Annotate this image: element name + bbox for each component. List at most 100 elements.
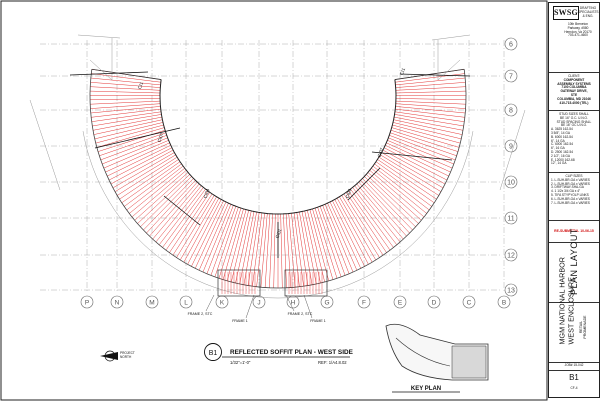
grid-row-label: 10 [507,180,515,187]
soffit-frame-line [360,180,410,234]
client-heading: CLIENT: [568,74,580,78]
frame-note: FRAME 1 [232,319,248,323]
soffit-frame-line [99,132,166,157]
soffit-frame-line [385,144,449,177]
soffit-frame-line [114,154,176,192]
section-cut-line [69,71,149,76]
section-cut-line [371,151,453,161]
grid-col-bubble [393,295,407,309]
soffit-frame-line [354,185,401,243]
soffit-frame-line [341,195,380,258]
section-cut-label: CI04 [345,188,353,199]
project-title-section: MGM NATIONAL HARBOR WEST ENCLOSURE RETAI… [549,257,599,363]
grid-row-bubble [504,69,518,83]
grid-row-label: 6 [509,42,513,49]
soffit-frame-line [90,90,161,94]
soffit-frame-line [119,159,179,200]
clip-item: 1. L-SUH-BR-GA x VARIES [551,177,590,182]
soffit-frame-line [366,174,419,224]
soffit-frame-line [296,212,309,286]
client-line: 410-715-4000 (TEL) [559,100,589,105]
soffit-frame-line [187,199,222,265]
soffit-frame-line [149,181,198,237]
soffit-frame-line [390,132,457,157]
grid-col-label: G [324,300,329,307]
soffit-frame-line [152,183,200,240]
grid-row-bubble [504,37,518,51]
frame-note: FRAME 1 [310,319,326,323]
soffit-frame-line [309,209,330,281]
grid-row-bubble [504,175,518,189]
soffit-frame-line [110,149,174,185]
grid-row-bubble [504,283,518,297]
grid-row-label: 11 [507,216,514,223]
grid-row-label: 9 [509,144,513,151]
soffit-frame-line [264,213,271,288]
soffit-frame-line [198,203,229,271]
soffit-frame-line [395,86,466,91]
soffit-frame-line [356,183,404,240]
soffit-frame-line [137,174,190,224]
bottom-tab-left [217,269,261,297]
clip-item: 3. DRIFTWAY-SHA-GA [551,185,584,190]
soffit-frame-line [383,147,448,181]
soffit-frame-line [176,195,215,258]
job-number-section: JOB# 15-042 [549,363,599,371]
grid-col-bubble [462,295,476,309]
clip-item: 6. L-SUH-BR-GA x VARIES [551,196,590,201]
soffit-frame-line [214,207,239,277]
firm-section: SWSG DRAFTING SPECIALISTS & ENG. 10th Br… [549,3,599,73]
soffit-frame-line [247,212,260,286]
soffit-frame-line [91,73,161,83]
soffit-frame-line [155,185,202,243]
address-line: 703-471-4600 [568,33,588,38]
soffit-frame-line [129,168,185,214]
sheet-number: B1 [569,373,579,382]
grid-col-label: F [362,300,366,307]
drawing-bubble-label: B1 [209,350,218,357]
north-label: PROJECT [120,351,135,355]
soffit-frame-line [358,181,407,237]
soffit-frame-line [112,152,175,189]
building-outline [437,59,461,81]
frame-note-leader [285,294,295,312]
section-cut-line [94,127,181,149]
job-number: JOB# 15-042 [564,363,584,367]
soffit-frame-line [90,103,161,109]
stud-schedule: STUD SIZES SHALL BE 16" O.C. U.N.O. STUD… [549,111,599,173]
key-plan-highlight [451,345,487,379]
soffit-frame-line [314,207,338,279]
clip-heading: CLIP SIZES [565,174,583,178]
clip-schedule: CLIP SIZES 1. L-SUH-BR-GA x VARIES 2. L-… [549,173,599,221]
soffit-frame-line [322,205,350,274]
frame-note-leader [245,294,255,319]
soffit-frame-line [288,213,296,288]
soffit-frame-line [375,161,435,203]
grid-col-label: M [149,300,154,307]
soffit-frame-line [369,170,425,218]
soffit-frame-line [378,156,439,196]
building-outline [77,34,121,39]
soffit-frame-line [107,144,171,177]
building-outline [499,109,526,191]
section-cut-label: CI07 [157,132,165,143]
soffit-frame-line [206,205,234,274]
soffit-frame-line [381,152,444,189]
soffit-frame-line [350,188,394,248]
soffit-frame-line [202,204,232,273]
section-cut-label: CI1 [399,67,406,76]
grid-col-label: H [291,300,296,307]
drawing-scale: 1/32"=1'-0" [230,360,251,365]
grid-col-bubble [179,295,193,309]
soffit-frame-line [172,193,213,256]
soffit-frame-line [348,190,391,251]
soffit-frame-line [377,159,437,200]
grid-col-bubble [110,295,124,309]
clip-item: 7. L-SUH-BR-GA x VARIES [551,200,590,205]
soffit-frame-line [162,188,206,248]
soffit-frame-line [165,190,208,251]
soffit-frame-line [388,137,454,165]
soffit-frame-line [117,156,178,196]
soffit-frame-line [90,82,161,88]
